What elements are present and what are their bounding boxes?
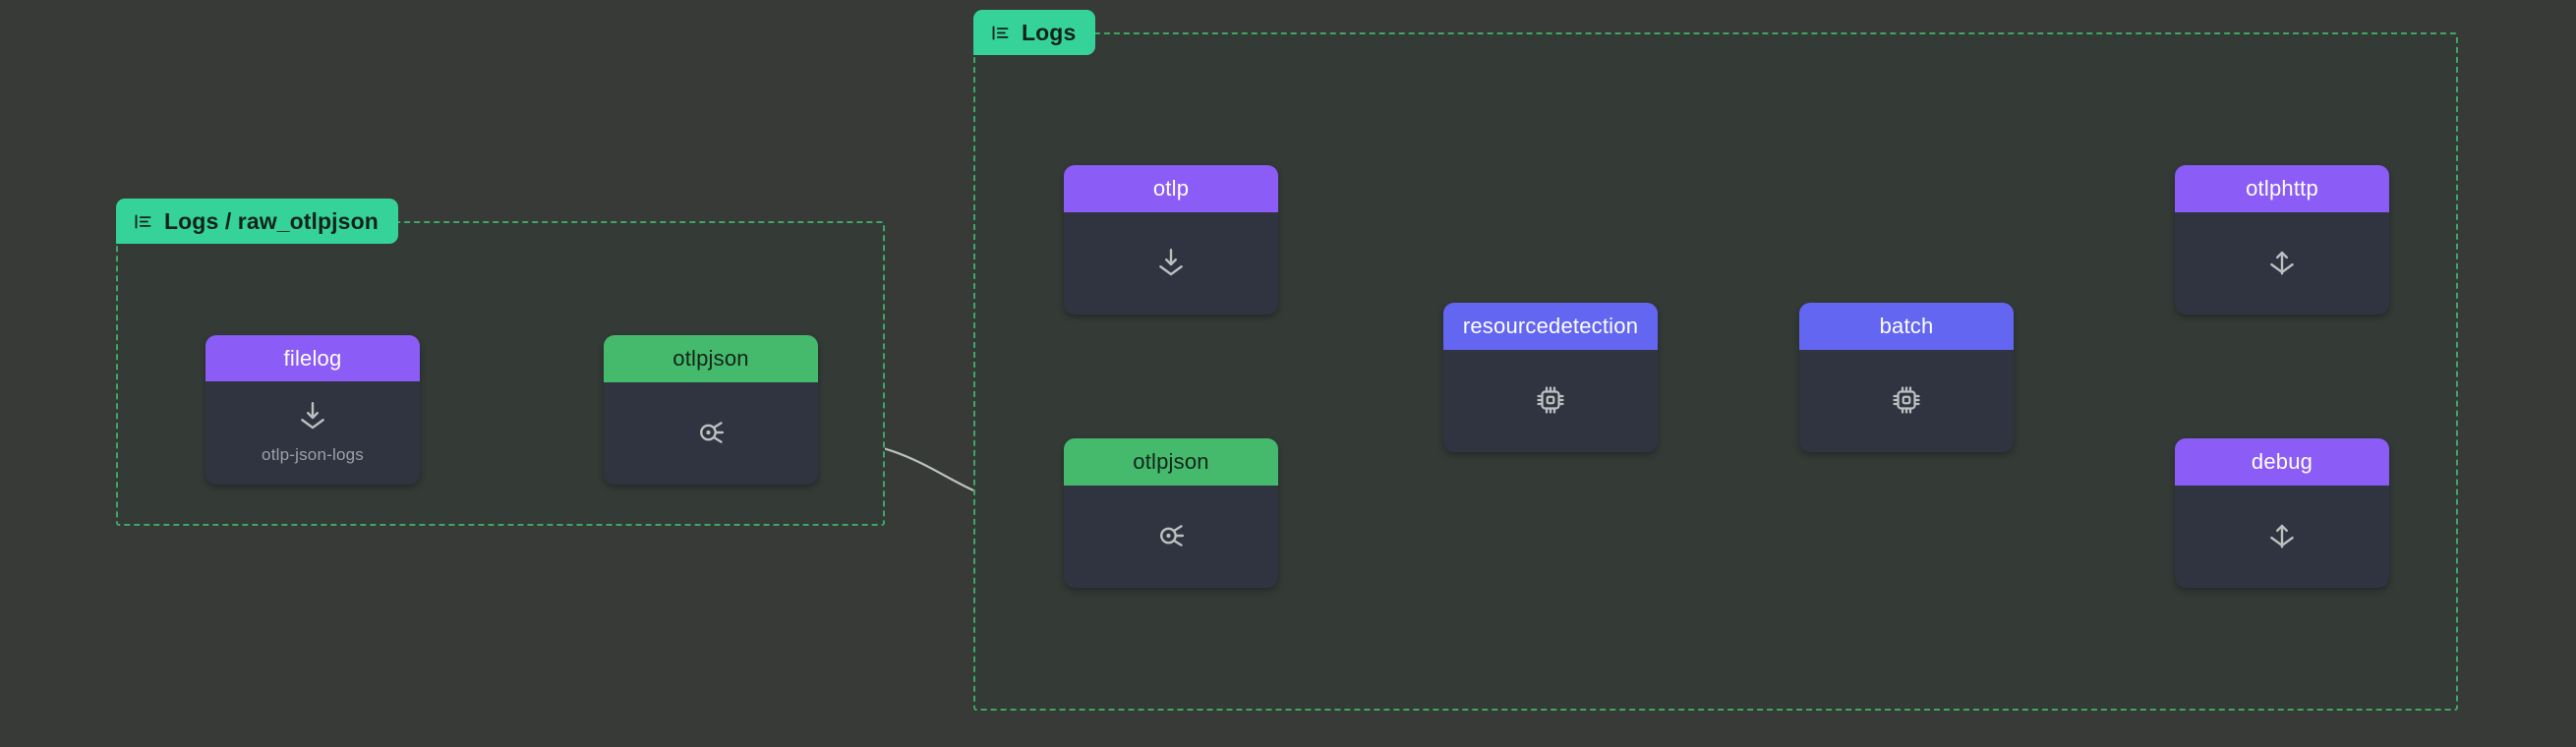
node-header-otlpjson: otlpjson xyxy=(604,335,818,382)
pipeline-group-group-logs[interactable] xyxy=(973,32,2458,711)
node-body-otlphttp xyxy=(2175,212,2389,315)
group-badge-label: Logs / raw_otlpjson xyxy=(164,207,379,234)
connector-node-icon xyxy=(1160,525,1185,546)
node-body-filelog: otlp-json-logs xyxy=(205,381,420,485)
node-title: debug xyxy=(2251,449,2313,474)
node-header-otlpjson: otlpjson xyxy=(1064,438,1278,486)
upload-tray-icon xyxy=(2270,524,2294,548)
node-header-otlphttp: otlphttp xyxy=(2175,165,2389,212)
node-title: otlphttp xyxy=(2246,176,2318,201)
node-body-otlpjson xyxy=(604,382,818,485)
download-tray-icon xyxy=(1159,249,1183,276)
node-title: resourcedetection xyxy=(1462,314,1639,338)
node-body-otlpjson xyxy=(1064,486,1278,588)
list-tree-icon xyxy=(992,25,1009,40)
pipeline-node-otlp[interactable]: otlp xyxy=(1064,165,1278,315)
upload-tray-icon xyxy=(2270,251,2294,275)
list-tree-icon xyxy=(135,213,151,229)
pipeline-node-otlphttp[interactable]: otlphttp xyxy=(2175,165,2389,315)
pipeline-node-otlpjson[interactable]: otlpjson xyxy=(1064,438,1278,588)
node-subtitle: otlp-json-logs xyxy=(262,445,364,464)
node-body-debug xyxy=(2175,486,2389,588)
node-title: filelog xyxy=(283,345,342,371)
group-badge-group-logs[interactable]: Logs xyxy=(973,10,1096,55)
node-body-batch xyxy=(1799,350,2014,452)
node-header-resourcedetection: resourcedetection xyxy=(1443,303,1658,350)
cpu-chip-icon xyxy=(1537,386,1564,414)
pipeline-node-debug[interactable]: debug xyxy=(2175,438,2389,588)
group-badge-group-raw-otlpjson[interactable]: Logs / raw_otlpjson xyxy=(116,199,398,244)
node-body-resourcedetection xyxy=(1443,350,1658,452)
node-title: otlpjson xyxy=(1133,449,1209,474)
cpu-chip-icon xyxy=(1893,386,1920,414)
group-badge-label: Logs xyxy=(1022,19,1077,45)
node-body-otlp xyxy=(1064,212,1278,315)
node-header-batch: batch xyxy=(1799,303,2014,350)
pipeline-node-filelog[interactable]: filelog otlp-json-logs xyxy=(205,335,420,485)
connector-node-icon xyxy=(700,422,725,443)
node-header-debug: debug xyxy=(2175,438,2389,486)
node-header-filelog: filelog xyxy=(205,335,420,381)
node-title: batch xyxy=(1879,314,1934,338)
download-tray-icon xyxy=(301,402,324,430)
node-title: otlpjson xyxy=(673,346,749,371)
node-title: otlp xyxy=(1152,176,1190,201)
pipeline-node-batch[interactable]: batch xyxy=(1799,303,2014,452)
pipeline-node-otlpjson[interactable]: otlpjson xyxy=(604,335,818,485)
pipeline-node-resourcedetection[interactable]: resourcedetection xyxy=(1443,303,1658,452)
node-header-otlp: otlp xyxy=(1064,165,1278,212)
